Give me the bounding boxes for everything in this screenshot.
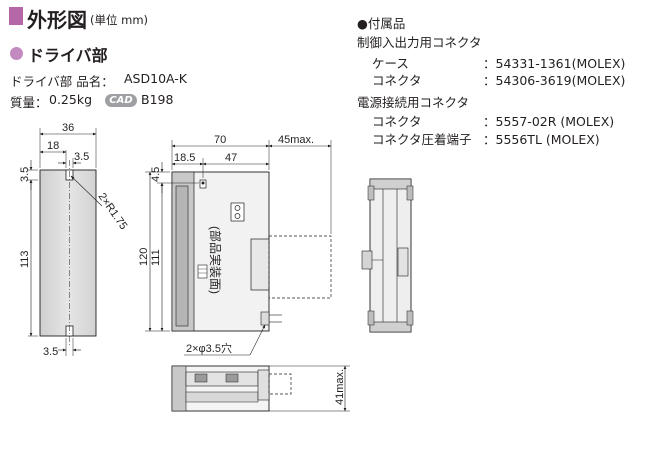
- driver-bullet-icon: [10, 47, 23, 60]
- accessory-value: ：54306-3619(MOLEX): [483, 73, 626, 88]
- bottom-view: [171, 365, 350, 412]
- accessory-label: コネクタ: [372, 73, 422, 88]
- dim-side-slot: 3.5: [74, 151, 89, 163]
- dim-side-offset: 18: [47, 140, 59, 152]
- front-view-dimension-labels: 70 45max. 18.5 47 4.5 120 111 2×φ3.5穴 (部…: [138, 134, 314, 355]
- accessory-value: ：54331-1361(MOLEX): [483, 56, 626, 71]
- driver-heading: ドライバ部: [28, 46, 108, 65]
- dim-side-width: 36: [62, 122, 74, 134]
- page-unit: (単位 mm): [90, 13, 149, 27]
- dim-side-top: 3.5: [19, 167, 31, 182]
- front-view: [145, 140, 332, 356]
- dim-front-width: 70: [214, 134, 226, 146]
- dim-front-height: 111: [150, 249, 162, 266]
- accessory-label: コネクタ: [372, 114, 422, 129]
- spec-name-label: ドライバ部 品名：: [10, 74, 114, 89]
- side-view: [28, 128, 103, 356]
- dim-radius: 2×R1.75: [96, 191, 130, 232]
- dim-side-bottom: 3.5: [43, 346, 58, 358]
- dim-bottom-depth: 41max.: [334, 369, 346, 405]
- dim-front-left: 18.5: [174, 152, 195, 164]
- spec-mass-value: 0.25kg: [49, 92, 93, 107]
- accessory-label: ケース: [372, 56, 409, 71]
- title-marker: [9, 7, 23, 25]
- accessory-group-title: 電源接続用コネクタ: [357, 95, 470, 110]
- component-side-label: (部品実装面): [208, 226, 223, 294]
- dim-front-total-height: 120: [138, 248, 150, 266]
- right-side-view: [361, 178, 414, 333]
- dim-side-height: 113: [19, 250, 31, 268]
- cad-code: B198: [141, 92, 174, 107]
- accessory-label: コネクタ圧着端子: [372, 132, 472, 147]
- dim-front-inner: 47: [225, 152, 237, 164]
- accessory-value: ：5557-02R (MOLEX): [483, 114, 615, 129]
- accessories-heading: ●付属品: [357, 16, 406, 31]
- dim-front-top: 4.5: [150, 167, 162, 182]
- spec-mass-label: 質量：: [10, 95, 48, 110]
- spec-name-value: ASD10A-K: [124, 71, 188, 86]
- cad-badge-icon: CAD: [105, 94, 137, 107]
- dim-front-connector: 45max.: [278, 134, 314, 146]
- accessory-value: ：5556TL (MOLEX): [483, 132, 600, 147]
- dim-holes: 2×φ3.5穴: [186, 341, 232, 355]
- page-title: 外形図: [27, 8, 87, 32]
- accessory-group-title: 制御入出力用コネクタ: [357, 35, 482, 50]
